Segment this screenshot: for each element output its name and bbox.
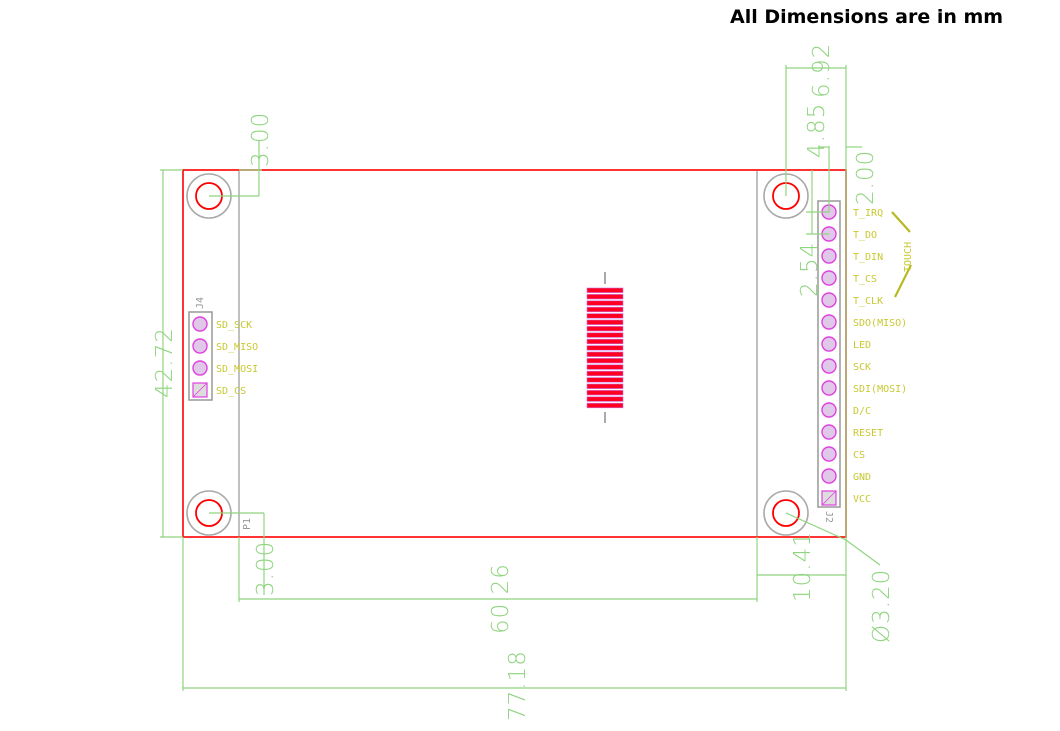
fpc-connector xyxy=(586,272,624,423)
pin-label: SDI(MOSI) xyxy=(853,384,907,395)
fpc-contact xyxy=(586,332,624,338)
dim-right-margin: 10.41 xyxy=(790,531,816,602)
pin-label: D/C xyxy=(853,406,871,417)
pin-label: RESET xyxy=(853,428,883,439)
header-pin: SD_MISO xyxy=(192,338,258,354)
fpc-contact xyxy=(586,383,624,389)
pin-label: SD_MISO xyxy=(216,342,258,353)
header-pin: RESET xyxy=(821,424,883,440)
dim-total-width: 77.18 xyxy=(505,650,531,721)
fpc-contact xyxy=(586,351,624,357)
pin-label: T_CS xyxy=(853,274,877,285)
left-header-ref: J4 xyxy=(195,297,206,309)
header-pin: D/C xyxy=(821,402,871,418)
fpc-contact xyxy=(586,364,624,370)
header-pin: CS xyxy=(821,446,865,462)
dimension-labels: 42.72 3.00 3.00 60.26 10.41 77.18 6.92 4… xyxy=(152,43,895,721)
dim-bottom-hole-offset: 3.00 xyxy=(253,541,279,596)
dimension-lines xyxy=(160,65,881,691)
dim-top-hole-offset: 3.00 xyxy=(248,112,274,167)
header-pin: T_DO xyxy=(821,226,877,242)
board-outline xyxy=(182,169,847,538)
header-pin: SDO(MISO) xyxy=(821,314,907,330)
fpc-contact xyxy=(586,294,624,300)
header-pin: T_CS xyxy=(821,270,877,286)
pin-label: T_DO xyxy=(853,230,877,241)
dim-pin-pitch: 2.54 xyxy=(797,242,823,297)
pin-label: SD_MOSI xyxy=(216,364,258,375)
pin-label: T_CLK xyxy=(853,296,883,307)
dim-display-width: 60.26 xyxy=(488,563,514,634)
dim-hole-to-edge: 6.92 xyxy=(809,43,835,98)
header-pin: T_IRQ xyxy=(821,204,883,220)
pin-label: GND xyxy=(853,472,871,483)
header-pin: T_DIN xyxy=(821,248,883,264)
fpc-contact xyxy=(586,390,624,396)
pin-label: T_DIN xyxy=(853,252,883,263)
header-pin: SD_MOSI xyxy=(192,360,258,376)
header-pin: T_CLK xyxy=(821,292,883,308)
header-pin: SD_SCK xyxy=(192,316,252,332)
fpc-contact xyxy=(586,300,624,306)
fpc-contact xyxy=(586,402,624,409)
dim-header-edge: 2.00 xyxy=(853,150,879,205)
fpc-contact xyxy=(586,287,624,293)
fpc-contact xyxy=(586,306,624,313)
p1-label: P1 xyxy=(242,518,253,530)
mounting-hole xyxy=(763,490,809,536)
pin-label: VCC xyxy=(853,494,871,505)
pin-label: T_IRQ xyxy=(853,208,883,219)
right-header-ref: J2 xyxy=(823,511,834,523)
pin-label: SD_SCK xyxy=(216,320,252,331)
header-pin: VCC xyxy=(821,490,871,506)
fpc-contact xyxy=(586,377,624,383)
fpc-contact xyxy=(586,313,624,319)
header-pin: LED xyxy=(821,336,871,352)
fpc-contact xyxy=(586,319,624,325)
dim-hole-diameter: Ø3.20 xyxy=(869,569,895,643)
left-header-outline xyxy=(188,311,213,401)
pin-label: SD_CS xyxy=(216,386,246,397)
pin-label: SCK xyxy=(853,362,871,373)
fpc-contact xyxy=(586,370,624,377)
units-note: All Dimensions are in mm xyxy=(730,6,1004,28)
display-outline xyxy=(238,171,758,536)
touch-bracket xyxy=(891,211,912,298)
header-pin: SD_CS xyxy=(192,382,246,398)
fpc-contact xyxy=(586,338,624,345)
fpc-contact xyxy=(586,345,624,351)
pin-label: CS xyxy=(853,450,865,461)
dim-height: 42.72 xyxy=(152,327,178,398)
fpc-contact xyxy=(586,326,624,332)
fpc-contact xyxy=(586,358,624,364)
header-pin: SDI(MOSI) xyxy=(821,380,907,396)
header-pin: GND xyxy=(821,468,871,484)
header-pin: SCK xyxy=(821,358,871,374)
touch-label: TOUCH xyxy=(903,242,914,272)
pin-label: LED xyxy=(853,340,871,351)
pin-label: SDO(MISO) xyxy=(853,318,907,329)
dim-header-offset: 4.85 xyxy=(804,103,830,158)
fpc-contact xyxy=(586,396,624,402)
